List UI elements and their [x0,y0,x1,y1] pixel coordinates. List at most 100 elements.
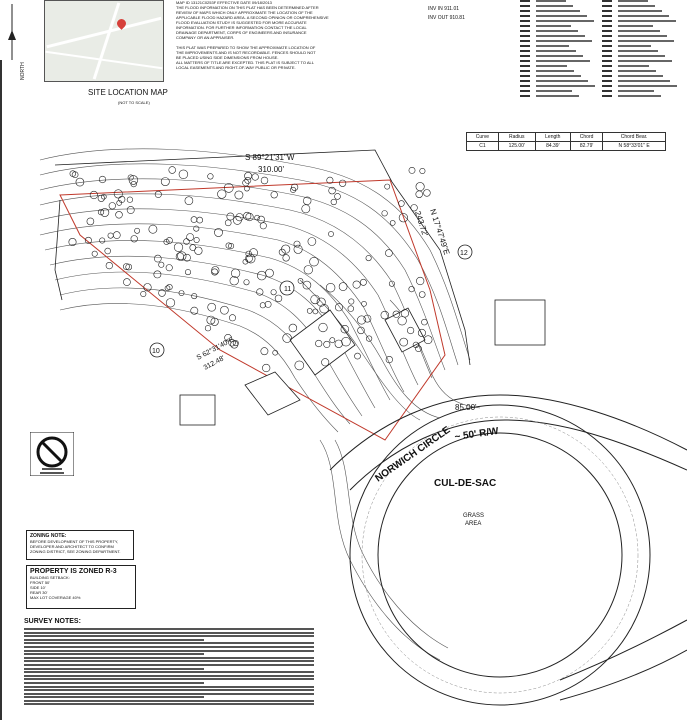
tree-symbol [116,200,122,206]
neighbor-house [179,394,216,426]
flood-text-line: MAP ID 13121C0253F EFFECTIVE DATE 09/18/… [176,0,272,5]
tree-symbol [130,181,137,188]
tree-symbol [310,294,320,305]
legend-text-line [536,95,579,97]
zoning-note-box: ZONING NOTE: BEFORE DEVELOPMENT OF THIS … [26,530,134,560]
tree-symbol [282,333,292,343]
tree-symbol [235,213,244,222]
zoning-line: FRONT 50' [30,580,51,585]
legend-text-line [618,40,674,42]
contour-line [39,223,405,393]
bearing-top: S 89°21'31"W [245,153,295,162]
tree-symbol [243,279,250,286]
tree-symbol [347,305,354,312]
legend-symbol [602,65,612,67]
survey-note-line [24,685,314,688]
legend-row [602,70,680,73]
tree-symbol [225,242,232,249]
tree-symbol [178,169,189,180]
legend-text-line [536,60,590,62]
tree-symbol [303,265,313,275]
legend-text-line [618,90,654,92]
tree-symbol [288,323,298,333]
tree-symbol [128,175,139,185]
legend-text-line [536,15,587,17]
tree-symbol [86,217,95,226]
flood-text-line: APPLICABLE FLOOD HAZARD AREA. A SECOND O… [176,15,329,20]
legend-symbol [520,95,530,97]
tree-symbol [316,297,326,307]
tree-symbol [334,303,343,312]
legend-text-line [536,80,588,82]
shed-footprint [384,307,426,353]
tree-symbol [185,269,192,276]
survey-note-line [24,681,204,684]
garage-footprint [244,371,301,416]
tree-symbol [158,289,166,297]
legend-row [520,95,598,98]
tree-symbol [153,270,162,279]
survey-note-line [24,689,314,692]
tree-symbol [325,283,336,293]
tree-symbol [415,182,425,192]
tree-symbol [190,216,198,223]
legend-row [520,55,598,58]
survey-note-line [24,678,314,681]
survey-note-line [24,692,314,695]
legend-symbol [520,20,530,22]
tree-symbol [270,289,277,296]
tree-symbol [254,214,260,221]
flood-text-line: ALL MATTERS OF TITLE ARE EXCEPTED. THIS … [176,60,314,65]
tree-symbol [234,190,244,200]
legend-text-line [536,30,578,32]
tree-symbol [407,326,415,335]
legend-symbol [602,30,612,32]
tree-symbol [231,268,241,278]
tree-symbol [397,316,407,326]
tree-symbol [224,219,232,227]
tree-symbol [291,183,299,191]
legend-symbol [602,60,612,62]
tree-symbol [123,263,130,270]
tree-symbol [165,264,173,272]
curb-line [361,416,639,694]
tree-symbol [421,318,428,326]
tree-symbol [71,171,79,178]
tree-symbol [415,345,422,353]
tree-symbol [381,210,388,217]
survey-note-line [24,667,204,670]
tree-symbol [262,363,271,373]
zoning-line: SIDE 10' [30,585,46,590]
legend-row [520,40,598,43]
legend-text-line [536,45,569,47]
tree-symbol [224,334,232,342]
tree-symbol [186,233,194,241]
zoning-title: PROPERTY IS ZONED R-3 [30,568,117,575]
tree-symbol [326,176,334,184]
tree-symbol [260,176,269,185]
tree-symbol [244,176,252,184]
legend-symbol [520,70,530,72]
legend-symbol [602,10,612,12]
lot-line [54,149,393,183]
legend-symbol [520,55,530,57]
zoning-box: PROPERTY IS ZONED R-3 BUILDING SETBACK: … [26,565,136,609]
tree-symbol [365,255,372,262]
tree-symbol [189,244,197,251]
tree-symbol [384,183,391,190]
legend-row [602,50,680,53]
legend-row [602,90,680,93]
survey-notes: SURVEY NOTES: [24,618,324,707]
tree-symbol [385,249,393,257]
tree-symbol [330,198,337,206]
tree-symbol [244,254,253,263]
tree-symbol [328,231,334,237]
legend-row [602,40,680,43]
legend-symbol [520,15,530,17]
lot-circle [279,280,295,296]
legend-text-line [618,55,665,57]
tree-symbol [270,191,278,199]
survey-note-line [24,635,314,638]
distance-road: 85.00' [455,403,477,412]
legend-row [602,15,680,18]
